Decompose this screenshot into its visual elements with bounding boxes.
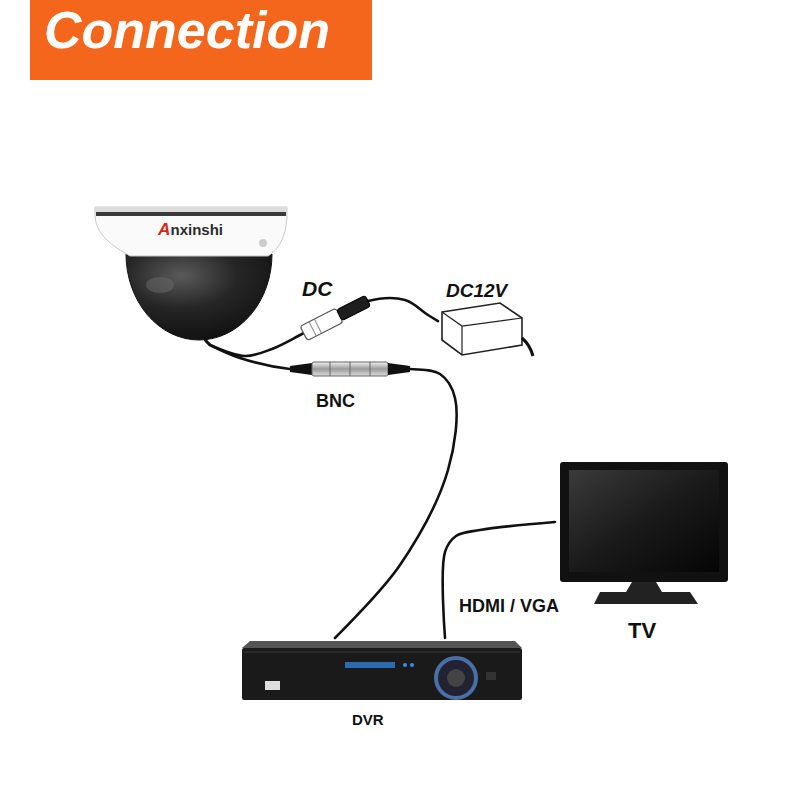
tv-node: TV [555,458,733,648]
bnc-ridge [330,362,331,376]
camera-screw [259,239,267,247]
dome-camera [95,207,287,345]
tv-screen [569,470,719,572]
bnc-ridge [370,362,371,376]
bnc-video-cable [210,345,457,638]
camera-stripe [96,212,286,216]
tv-bezel [560,462,728,582]
camera-node: Anxinshi [95,203,290,345]
dvr-node: DVR [238,638,524,734]
title-banner: Connection [30,0,372,80]
dc-plug-male [300,308,343,340]
dvr-button [486,672,496,680]
bnc-body [312,362,388,376]
dvr-led [403,663,407,667]
camera-housing [95,207,287,256]
dvr-control-button [447,669,465,687]
dome-highlight [146,277,174,293]
adapter-label: DC12V [446,280,507,302]
dvr-trim [244,652,520,653]
dvr-control-ring [436,658,476,698]
power-adapter-node: DC12V [438,276,530,358]
adapter-mains-cable [522,338,533,356]
dvr-top [242,641,522,648]
dc-plug-female [337,295,371,320]
camera-top-band [95,207,287,212]
tv-base [594,592,698,604]
device-label: TV [628,618,656,644]
bnc-ridge [350,362,351,376]
power-adapter [442,303,533,356]
cable-label: BNC [314,391,357,412]
dvr-display [345,662,395,668]
dc-plug-rib [314,319,321,333]
dc-plug-rib [309,322,316,336]
dvr-led [410,663,414,667]
dvr-usb [265,681,280,690]
dvr-recorder [242,641,522,700]
dvr-front [242,648,522,700]
brand-name: Anxinshi [158,219,223,240]
adapter-body [442,303,522,355]
adapter-edges [442,312,522,355]
device-label: DVR [352,711,384,728]
cable-label: DC [300,277,334,301]
camera-dome [126,254,272,340]
bnc-connector [290,362,410,376]
tv-monitor [560,462,728,604]
bnc-boot-left [290,363,312,375]
cable-label: HDMI / VGA [457,596,561,617]
tv-neck [626,582,662,592]
bnc-boot-right [388,363,410,375]
hdmi-vga-cable [443,522,555,638]
